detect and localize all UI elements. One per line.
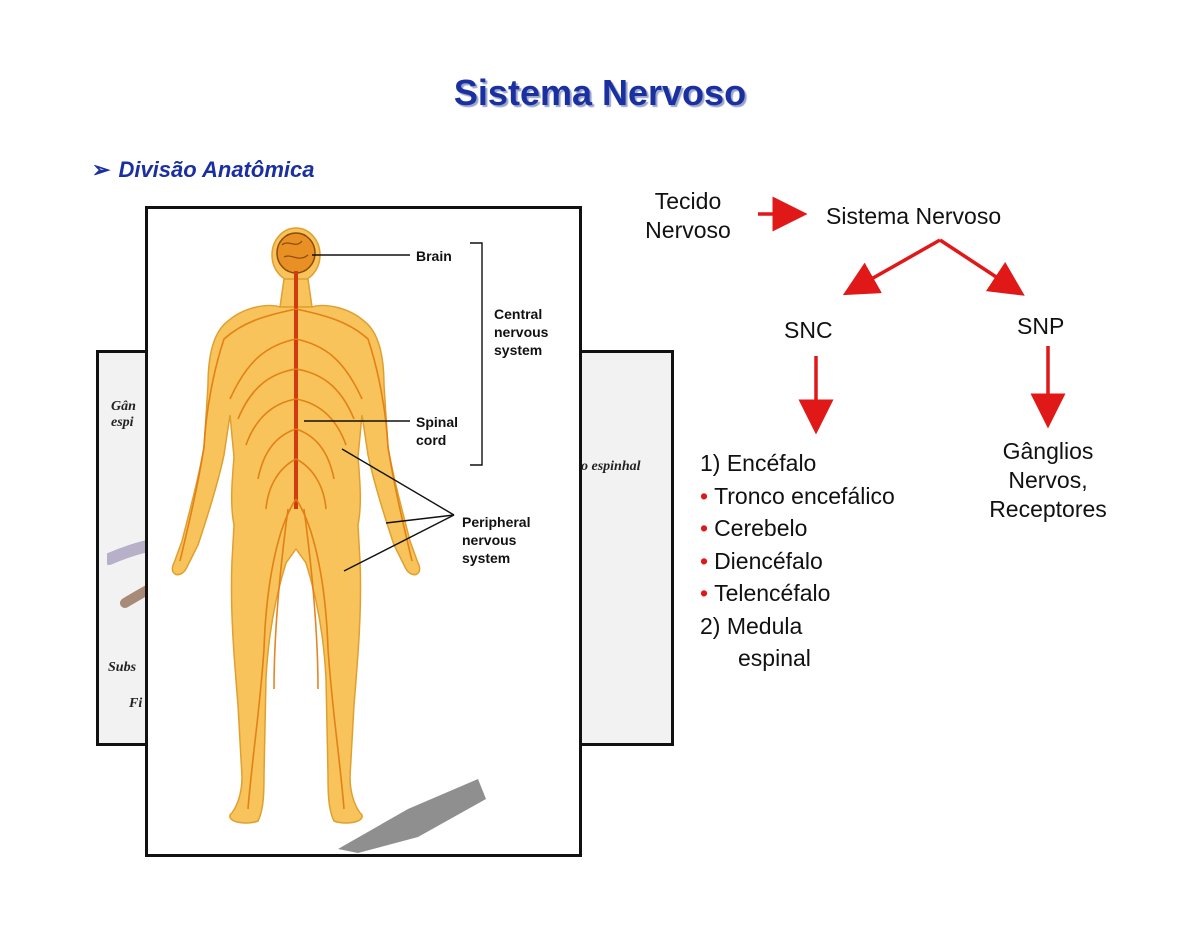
bullet-dot-icon: • (700, 547, 709, 574)
subtitle-text: Divisão Anatômica (118, 157, 315, 182)
snc-subitem-label: Diencéfalo (714, 547, 823, 574)
arrow-bullet-icon: ➢ (92, 157, 111, 182)
bullet-dot-icon: • (700, 580, 709, 606)
label-spinal-line1: Spinal (416, 414, 459, 430)
back-label-top-line2: espi (111, 415, 134, 430)
label-central-line2: nervous (494, 324, 549, 340)
node-tecido-nervoso: Tecido Nervoso (628, 187, 748, 245)
human-nervous-system-illustration (171, 227, 486, 853)
label-central-line1: Central (494, 306, 543, 322)
snc-subitem: •Telencéfalo (700, 577, 895, 610)
label-central-nervous-system: Central nervous system (494, 305, 548, 359)
back-label-bottom1: Subs (108, 660, 137, 675)
snc-subitem: •Cerebelo (700, 512, 895, 545)
bullet-dot-icon: • (700, 482, 709, 509)
label-brain: Brain (416, 248, 452, 264)
node-sistema-nervoso: Sistema Nervoso (826, 203, 1002, 229)
snc-subitem: •Tronco encefálico (700, 480, 895, 513)
section-subtitle: ➢ Divisão Anatômica (92, 157, 314, 183)
node-tecido-line2: Nervoso (645, 217, 731, 243)
arrow-sistema-to-snc (842, 238, 941, 296)
snp-item-receptores: Receptores (989, 496, 1107, 522)
label-peripheral-line2: nervous (462, 532, 517, 548)
snc-subitem-label: Cerebelo (714, 515, 808, 541)
label-central-line3: system (494, 342, 543, 358)
snc-subitem-label: Tronco encefálico (714, 482, 895, 509)
back-label-right: o espinhal (581, 459, 641, 474)
snc-item-medula-cont: espinal (738, 645, 811, 671)
snp-item-ganglios: Gânglios (1002, 438, 1094, 464)
body-illustration-panel: Brain Central nervous system Spinal cord… (145, 206, 582, 857)
label-spinal-line2: cord (416, 432, 447, 448)
bullet-dot-icon: • (700, 515, 709, 541)
snp-components-list: Gânglios Nervos, Receptores (968, 437, 1128, 524)
label-peripheral-line1: Peripheral (462, 514, 531, 530)
back-label-bottom2: Fi (129, 696, 143, 711)
slide-title: Sistema Nervoso (453, 72, 747, 113)
node-snc: SNC (784, 317, 833, 343)
label-peripheral-nervous-system: Peripheral nervous system (462, 513, 530, 567)
back-label-top: Gân espi (111, 399, 136, 431)
snp-item-nervos: Nervos, (1008, 467, 1088, 493)
snc-subitem: •Diencéfalo (700, 545, 895, 578)
node-snp: SNP (1017, 313, 1065, 339)
back-label-top-line1: Gân (111, 399, 136, 414)
snc-item-medula: 2) Medula (700, 612, 803, 639)
node-tecido-line1: Tecido (654, 188, 722, 214)
arrow-sistema-to-snp (939, 238, 1025, 296)
label-spinal-cord: Spinal cord (416, 413, 458, 449)
snc-subitem-label: Telencéfalo (714, 580, 831, 606)
snc-components-list: 1) Encéfalo •Tronco encefálico •Cerebelo… (700, 447, 895, 675)
snc-item-encefalo: 1) Encéfalo (700, 450, 817, 476)
label-peripheral-line3: system (462, 550, 511, 566)
